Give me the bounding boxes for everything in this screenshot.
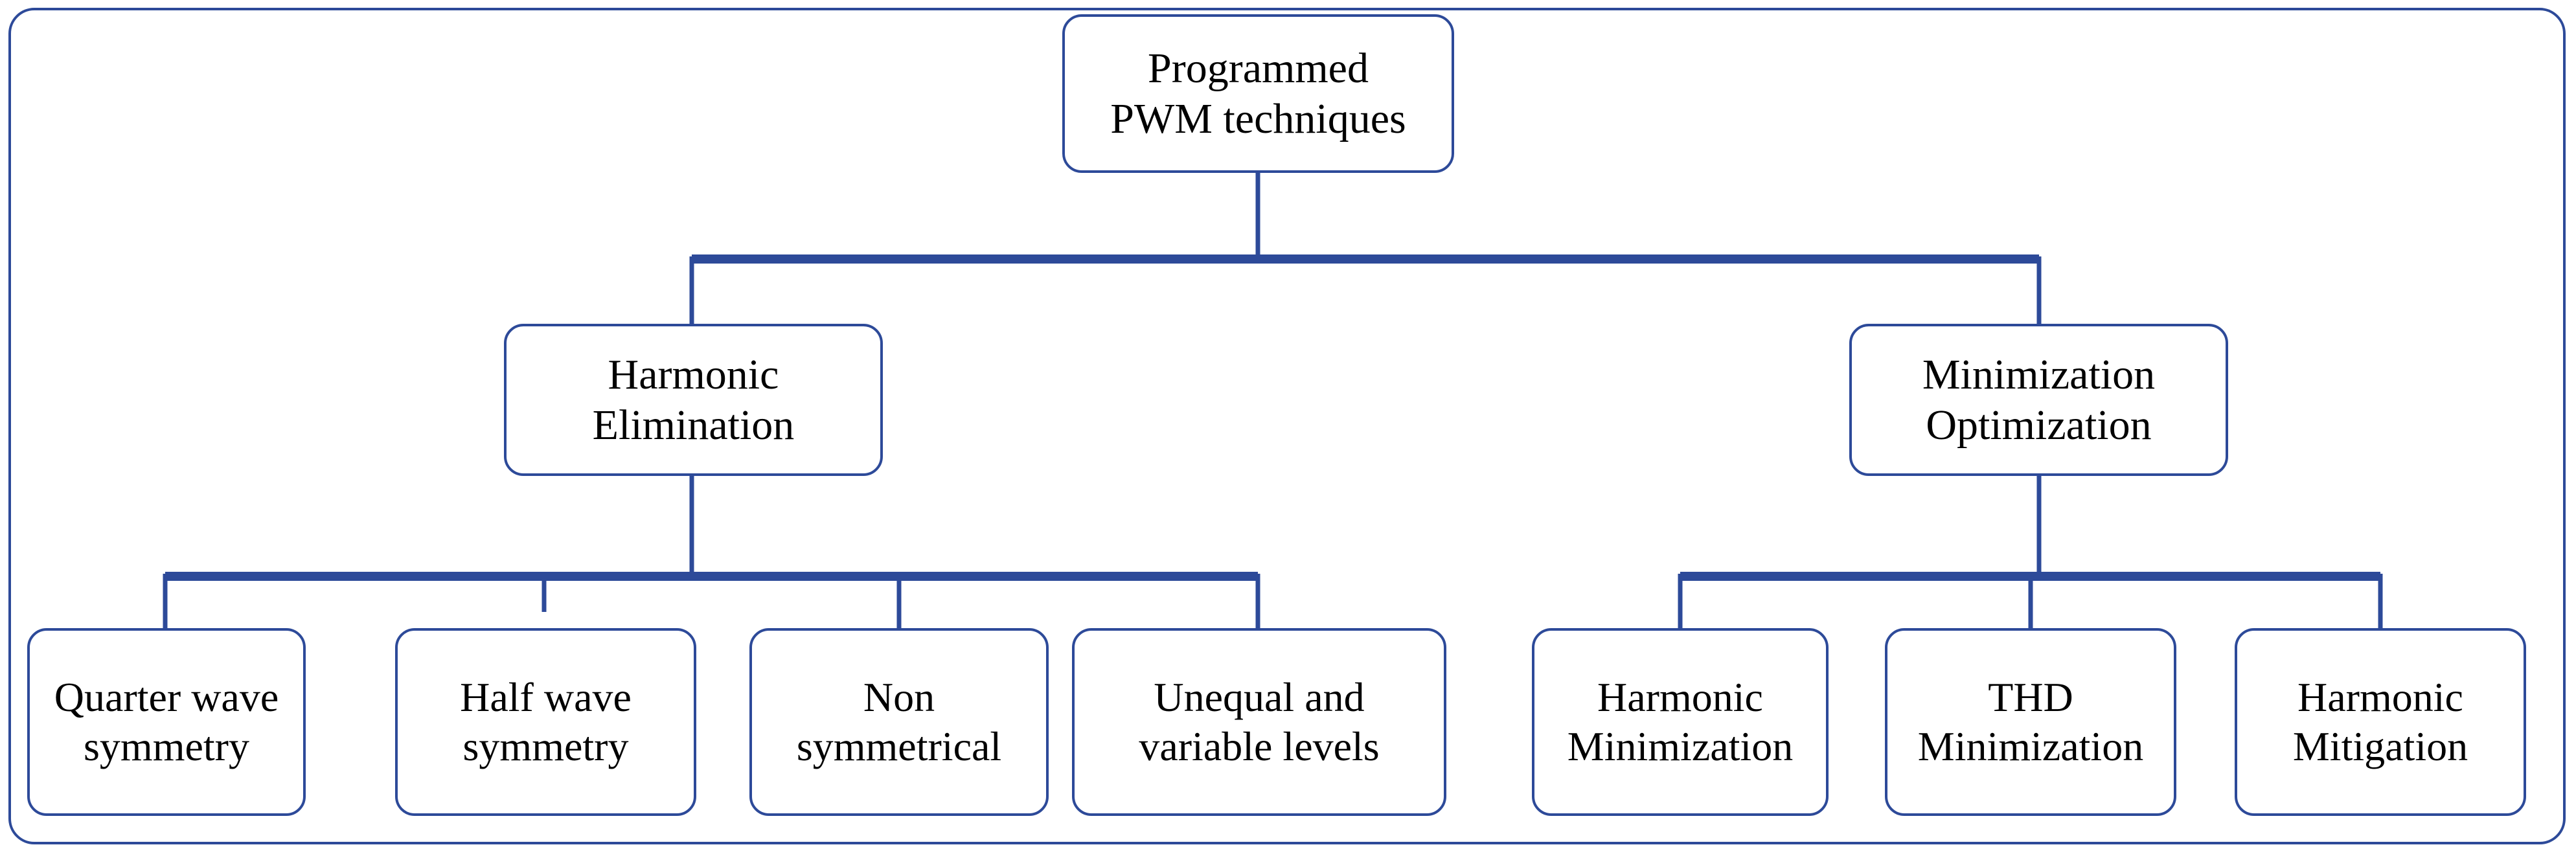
node-half-wave-symmetry[interactable]: Half wave symmetry <box>395 628 696 816</box>
node-label: Harmonic Minimization <box>1567 674 1794 769</box>
node-label: Minimization Optimization <box>1922 350 2156 449</box>
node-label: Harmonic Elimination <box>592 350 795 449</box>
diagram-outer-frame <box>8 8 2566 844</box>
node-harmonic-minimization[interactable]: Harmonic Minimization <box>1532 628 1829 816</box>
node-harmonic-mitigation[interactable]: Harmonic Mitigation <box>2235 628 2526 816</box>
node-quarter-wave-symmetry[interactable]: Quarter wave symmetry <box>27 628 306 816</box>
node-label: Programmed PWM techniques <box>1110 44 1406 142</box>
node-minimization-optimization[interactable]: Minimization Optimization <box>1849 324 2228 476</box>
node-label: Unequal and variable levels <box>1139 674 1380 769</box>
node-non-symmetrical[interactable]: Non symmetrical <box>749 628 1049 816</box>
node-label: Quarter wave symmetry <box>54 674 279 769</box>
node-harmonic-elimination[interactable]: Harmonic Elimination <box>504 324 883 476</box>
node-thd-minimization[interactable]: THD Minimization <box>1885 628 2176 816</box>
node-label: Half wave symmetry <box>460 674 632 769</box>
node-label: THD Minimization <box>1917 674 2144 769</box>
node-unequal-variable-levels[interactable]: Unequal and variable levels <box>1072 628 1446 816</box>
node-label: Harmonic Mitigation <box>2292 674 2468 769</box>
node-label: Non symmetrical <box>796 674 1002 769</box>
node-programmed-pwm-techniques[interactable]: Programmed PWM techniques <box>1062 14 1454 173</box>
